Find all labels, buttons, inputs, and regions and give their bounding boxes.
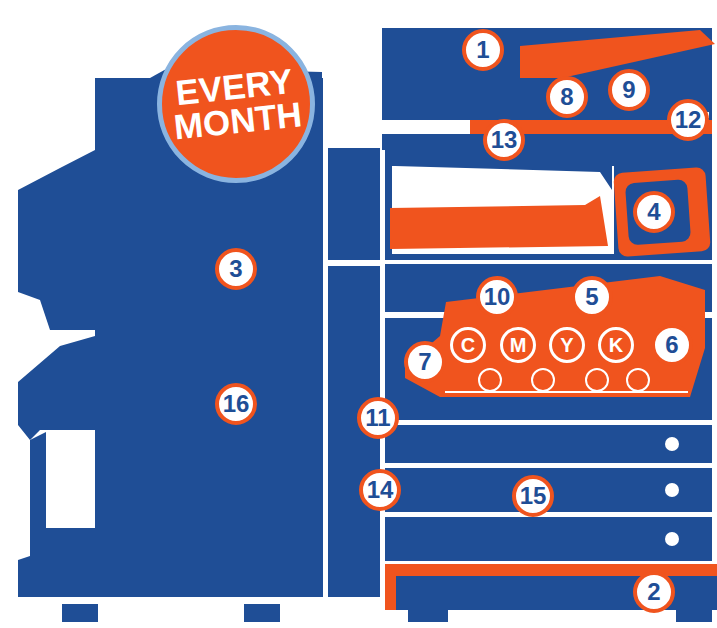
document-feeder: [520, 30, 715, 78]
output-frame: [385, 150, 712, 260]
callout-circle: 3: [215, 248, 257, 290]
toner-color-letter: M: [510, 335, 527, 355]
toner-color-circle: K: [598, 327, 634, 363]
callout-number: 5: [585, 285, 598, 309]
callout-circle: 10: [476, 276, 518, 318]
paper-drawer: [385, 517, 712, 561]
finisher-lower-tray: [18, 336, 95, 440]
callout-circle: 6: [651, 324, 693, 366]
callout-circle: 8: [546, 76, 588, 118]
toner-color-circle: Y: [549, 327, 585, 363]
finisher-upper-tray: [18, 150, 95, 330]
control-screen: [625, 179, 691, 245]
callout-circle: 13: [483, 119, 525, 161]
toner-color-letter: C: [461, 335, 475, 355]
callout-circle: 11: [357, 397, 399, 439]
badge-circle: EVERY MONTH: [157, 25, 315, 183]
callout-number: 12: [675, 108, 702, 132]
callout-circle: 15: [512, 475, 554, 517]
callout-number: 7: [418, 350, 431, 374]
callout-circle: 1: [462, 29, 504, 71]
callout-circle: 5: [571, 276, 613, 318]
callout-number: 8: [560, 85, 573, 109]
bridge-unit: [328, 148, 380, 260]
callout-number: 13: [491, 128, 518, 152]
toner-color-letter: Y: [560, 335, 573, 355]
callout-circle: 2: [633, 571, 675, 613]
callout-number: 11: [365, 406, 390, 430]
toner-color-letter: K: [609, 335, 623, 355]
badge-text: EVERY MONTH: [169, 63, 303, 145]
callout-circle: 4: [633, 191, 675, 233]
toner-color-circle: M: [500, 327, 536, 363]
callout-number: 16: [223, 392, 250, 416]
callout-number: 2: [647, 580, 660, 604]
paper-drawer: [385, 425, 712, 463]
callout-number: 9: [622, 78, 635, 102]
callout-number: 1: [476, 38, 489, 62]
callout-number: 4: [647, 200, 660, 224]
scanner-base: [382, 134, 712, 150]
foot: [244, 604, 280, 622]
callout-circle: 12: [667, 99, 709, 141]
callout-circle: 9: [608, 69, 650, 111]
callout-circle: 7: [404, 341, 446, 383]
callout-circle: 16: [215, 383, 257, 425]
callout-number: 6: [665, 333, 678, 357]
finisher-bottom-tray: [18, 432, 95, 597]
callout-number: 14: [367, 478, 394, 502]
callout-circle: 14: [359, 469, 401, 511]
foot: [62, 604, 98, 622]
output-tray: [390, 196, 608, 249]
callout-number: 15: [520, 484, 547, 508]
toner-color-circle: C: [450, 327, 486, 363]
callout-number: 3: [229, 257, 242, 281]
toner-area: [405, 276, 705, 397]
callout-number: 10: [484, 285, 511, 309]
control-panel: [613, 167, 711, 257]
